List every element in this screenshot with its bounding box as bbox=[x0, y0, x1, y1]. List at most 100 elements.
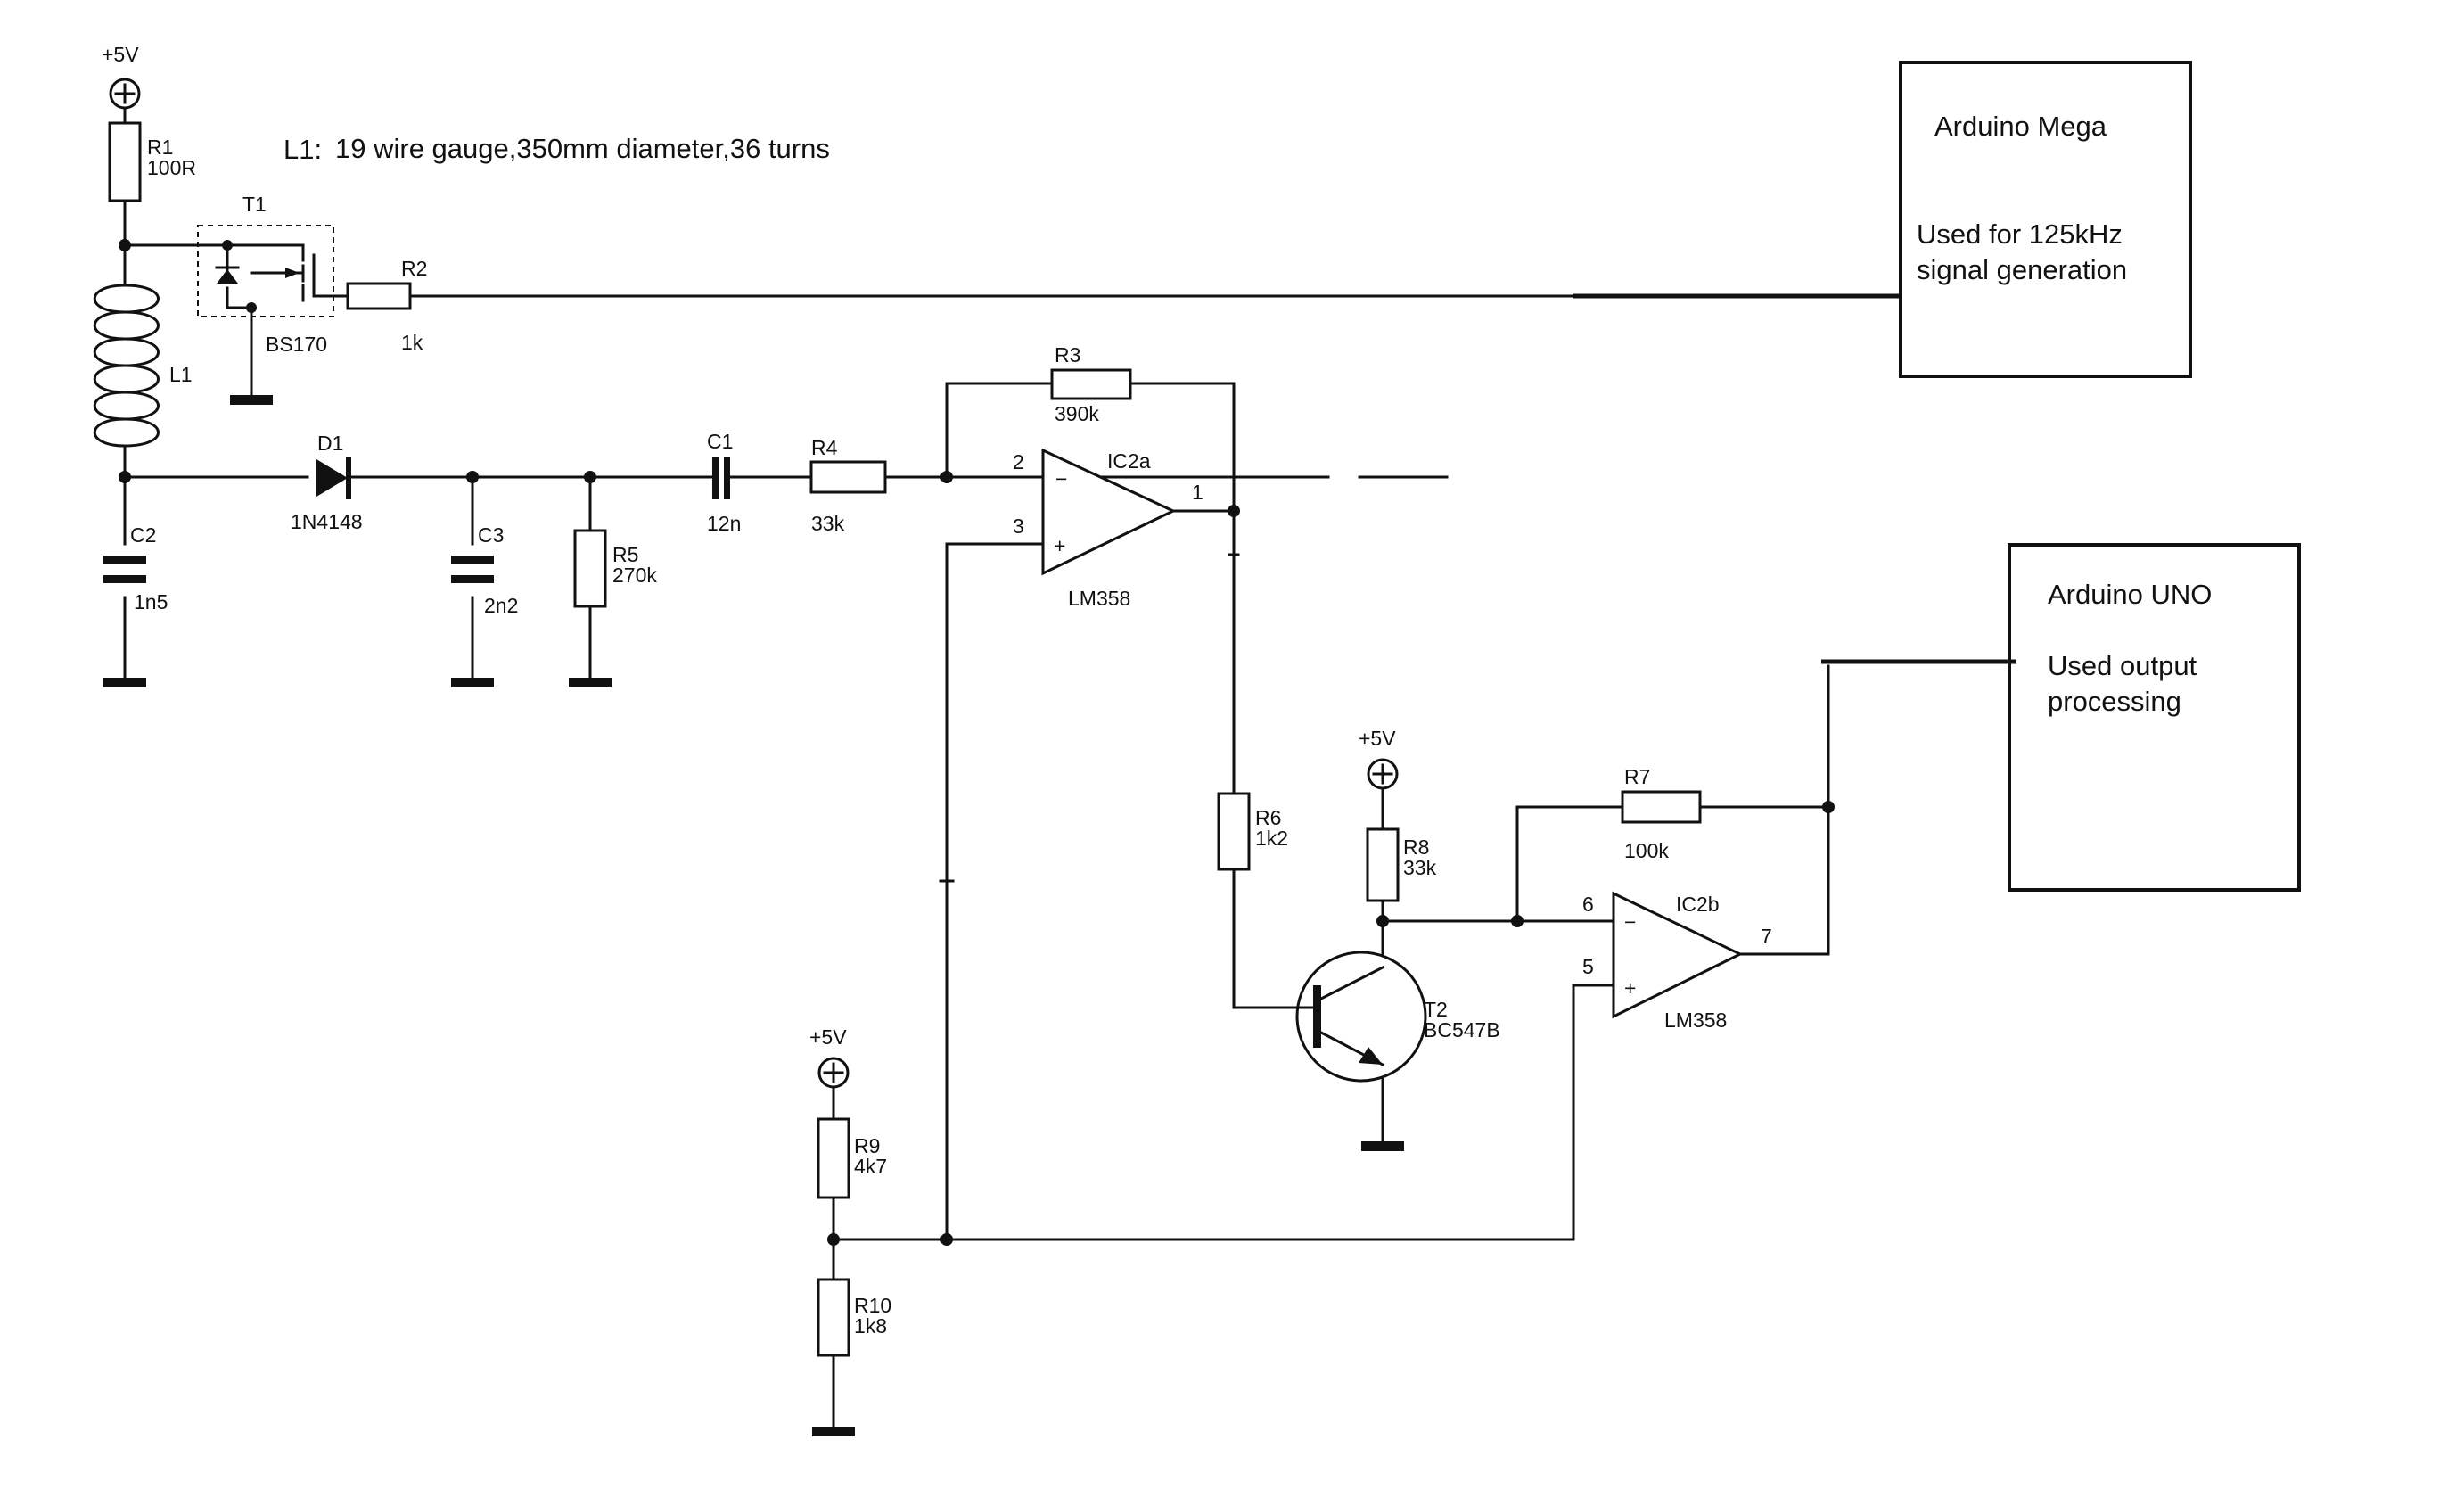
capacitor-c3: C3 2n2 bbox=[448, 523, 518, 617]
ground-symbol bbox=[103, 678, 146, 687]
svg-text:R10: R10 bbox=[854, 1294, 891, 1317]
svg-text:R2: R2 bbox=[401, 257, 427, 280]
arduino-uno-box: Arduino UNO Used output processing bbox=[2008, 543, 2301, 892]
junction-dot bbox=[1822, 801, 1835, 813]
junction-dot bbox=[1511, 915, 1524, 927]
supply-label: +5V bbox=[102, 43, 139, 66]
uno-line2: processing bbox=[2048, 686, 2181, 717]
junction-dot bbox=[466, 471, 479, 483]
svg-text:LM358: LM358 bbox=[1664, 1008, 1727, 1032]
svg-text:2: 2 bbox=[1013, 450, 1024, 473]
svg-text:1: 1 bbox=[1192, 481, 1203, 504]
svg-text:R7: R7 bbox=[1624, 765, 1650, 788]
svg-text:33k: 33k bbox=[811, 512, 845, 535]
svg-text:C3: C3 bbox=[478, 523, 504, 547]
resistor-r7: R7 100k bbox=[1621, 765, 1702, 862]
mega-line2: signal generation bbox=[1917, 254, 2127, 285]
ground-symbol bbox=[1361, 1141, 1404, 1151]
opamp-ic2b: − + IC2b LM358 6 5 7 bbox=[1582, 891, 1772, 1032]
svg-text:C1: C1 bbox=[707, 430, 733, 453]
supply-label: +5V bbox=[1359, 727, 1396, 750]
junction-dot bbox=[1228, 505, 1240, 517]
svg-text:1n5: 1n5 bbox=[134, 590, 168, 613]
arduino-mega-box: Arduino Mega Used for 125kHz signal gene… bbox=[1899, 61, 2192, 378]
svg-text:R3: R3 bbox=[1055, 343, 1080, 366]
coil-note-text: 19 wire gauge,350mm diameter,36 turns bbox=[335, 133, 830, 164]
svg-text:R6: R6 bbox=[1255, 806, 1281, 829]
svg-text:LM358: LM358 bbox=[1068, 587, 1130, 610]
junction-dot bbox=[119, 239, 131, 251]
svg-text:6: 6 bbox=[1582, 893, 1594, 916]
junction-dot bbox=[940, 1233, 953, 1246]
supply-label: +5V bbox=[809, 1025, 847, 1049]
svg-text:L1: L1 bbox=[169, 363, 193, 386]
capacitor-c1: C1 12n bbox=[707, 430, 741, 535]
junction-dot bbox=[246, 302, 257, 313]
svg-text:7: 7 bbox=[1761, 925, 1772, 948]
ground-symbol bbox=[569, 678, 612, 687]
svg-text:390k: 390k bbox=[1055, 402, 1099, 425]
svg-text:+: + bbox=[1054, 534, 1065, 557]
svg-text:R5: R5 bbox=[612, 543, 638, 566]
ground-symbol bbox=[230, 395, 273, 405]
ground-symbol bbox=[812, 1427, 855, 1436]
coil-note-prefix: L1: bbox=[283, 134, 322, 165]
junction-dot bbox=[1376, 915, 1389, 927]
svg-text:1k: 1k bbox=[401, 331, 423, 354]
ground-symbol bbox=[451, 678, 494, 687]
svg-text:−: − bbox=[1055, 467, 1067, 490]
svg-text:R4: R4 bbox=[811, 436, 838, 459]
svg-text:5: 5 bbox=[1582, 955, 1594, 978]
svg-text:IC2a: IC2a bbox=[1107, 449, 1151, 473]
resistor-r8: R8 33k bbox=[1366, 827, 1437, 902]
uno-title: Arduino UNO bbox=[2048, 579, 2212, 610]
resistor-r1: R1 100R bbox=[108, 121, 196, 202]
mega-line1: Used for 125kHz bbox=[1917, 218, 2123, 250]
inductor-l1: L1 bbox=[94, 284, 193, 452]
junction-dot bbox=[584, 471, 596, 483]
ground-symbols bbox=[103, 395, 1404, 1436]
svg-text:100R: 100R bbox=[147, 156, 196, 179]
svg-text:D1: D1 bbox=[317, 432, 343, 455]
svg-text:33k: 33k bbox=[1403, 856, 1437, 879]
svg-text:100k: 100k bbox=[1624, 839, 1669, 862]
resistor-r5: R5 270k bbox=[573, 529, 657, 608]
junction-dot bbox=[119, 471, 131, 483]
svg-text:BS170: BS170 bbox=[266, 333, 327, 356]
svg-text:12n: 12n bbox=[707, 512, 741, 535]
svg-text:T2: T2 bbox=[1424, 998, 1448, 1021]
svg-text:C2: C2 bbox=[130, 523, 156, 547]
svg-text:+: + bbox=[1624, 976, 1636, 1000]
svg-text:IC2b: IC2b bbox=[1676, 893, 1720, 916]
svg-text:1k8: 1k8 bbox=[854, 1314, 887, 1338]
resistor-r2: R2 1k bbox=[346, 257, 427, 354]
svg-text:2n2: 2n2 bbox=[484, 594, 518, 617]
capacitor-c2: C2 1n5 bbox=[100, 523, 168, 613]
resistor-r9: R9 4k7 bbox=[817, 1117, 887, 1199]
transistor-t2: T2 BC547B bbox=[1232, 951, 1500, 1083]
svg-text:1k2: 1k2 bbox=[1255, 827, 1288, 850]
coil-note: L1: 19 wire gauge,350mm diameter,36 turn… bbox=[283, 133, 830, 165]
resistor-r4: R4 33k bbox=[809, 436, 887, 535]
supply-5v-bias: +5V bbox=[809, 1025, 850, 1089]
svg-text:270k: 270k bbox=[612, 564, 657, 587]
svg-text:T1: T1 bbox=[242, 193, 267, 216]
svg-text:1N4148: 1N4148 bbox=[291, 510, 363, 533]
mosfet-t1: T1 BS170 bbox=[197, 193, 334, 356]
svg-text:BC547B: BC547B bbox=[1424, 1018, 1500, 1041]
diode-d1: D1 1N4148 bbox=[291, 432, 363, 533]
tick-marks bbox=[939, 553, 1240, 883]
supply-5v-top: +5V bbox=[102, 43, 141, 110]
svg-text:R8: R8 bbox=[1403, 836, 1429, 859]
resistor-r10: R10 1k8 bbox=[817, 1278, 891, 1357]
resistor-r3: R3 390k bbox=[1050, 343, 1132, 425]
junctions bbox=[119, 239, 1835, 1246]
svg-text:R1: R1 bbox=[147, 136, 173, 159]
junction-dot bbox=[827, 1233, 840, 1246]
supply-5v-t2: +5V bbox=[1359, 727, 1399, 790]
opamp-ic2a: − + IC2a LM358 2 3 1 bbox=[1013, 448, 1203, 610]
resistor-r6: R6 1k2 bbox=[1217, 792, 1288, 871]
uno-line1: Used output bbox=[2048, 650, 2197, 681]
svg-text:−: − bbox=[1624, 910, 1636, 934]
